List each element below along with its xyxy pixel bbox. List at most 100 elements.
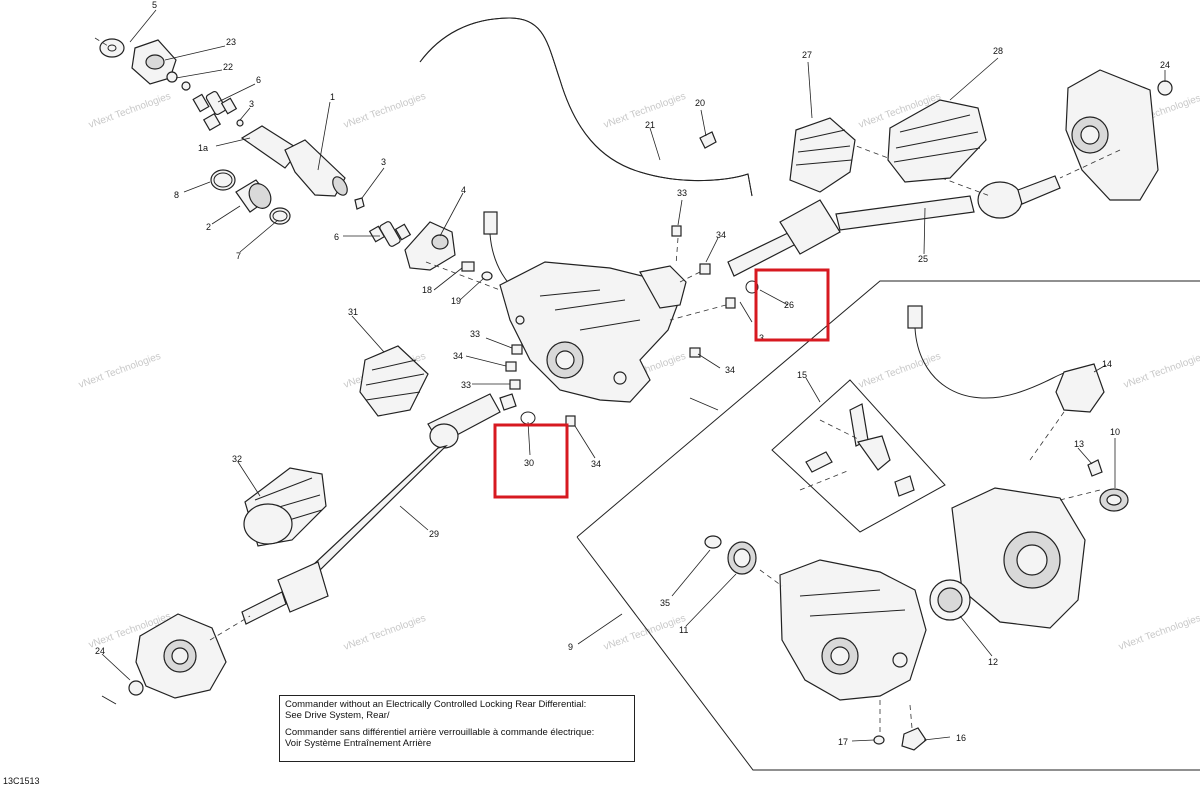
bolt-part-34 <box>699 263 711 275</box>
diff-cover <box>951 487 1101 629</box>
callout-21: 21 <box>645 120 655 130</box>
callout-labels: 5 23 22 6 3 1 1a 8 2 7 3 6 4 18 19 20 21… <box>95 0 1170 747</box>
note-line-2: See Drive System, Rear/ <box>285 710 390 721</box>
callout-17: 17 <box>838 737 848 747</box>
circlip-part-26 <box>745 280 759 294</box>
highlight-box-part-30 <box>493 423 569 499</box>
callout-31: 31 <box>348 307 358 317</box>
bolt-part-33 <box>671 225 682 237</box>
bolt-part-33 <box>505 361 517 372</box>
callout-22: 22 <box>223 62 233 72</box>
washer-part-5 <box>99 38 125 58</box>
callout-27: 27 <box>802 50 812 60</box>
callout-33: 33 <box>470 329 480 339</box>
callout-29: 29 <box>429 529 439 539</box>
differential-assembly <box>483 211 687 403</box>
yoke-part-4 <box>404 221 456 271</box>
bolt-part-34 <box>689 347 701 358</box>
callout-3: 3 <box>249 99 254 109</box>
bolt-part-33 <box>509 379 521 390</box>
hub-left <box>101 613 251 705</box>
differential-housing <box>499 261 681 403</box>
watermark: vNext Technologies <box>77 351 162 391</box>
callout-25: 25 <box>918 254 928 264</box>
note-line-1: Commander without an Electrically Contro… <box>285 699 587 710</box>
diff-inner-housing <box>779 559 927 701</box>
watermark: vNext Technologies <box>1122 351 1200 391</box>
cv-joint-inner <box>779 199 841 255</box>
note-box: Commander without an Electrically Contro… <box>279 695 635 762</box>
callout-24: 24 <box>95 646 105 656</box>
bolt-part-34 <box>725 297 736 309</box>
watermark: vNext Technologies <box>342 91 427 131</box>
callout-28: 28 <box>993 46 1003 56</box>
highlight-box-part-26 <box>754 268 830 342</box>
callout-26: 26 <box>784 300 794 310</box>
watermark: vNext Technologies <box>1117 613 1200 653</box>
callout-4: 4 <box>461 185 466 195</box>
callout-3: 3 <box>381 157 386 167</box>
nut-part-24 <box>1157 80 1173 96</box>
callout-8: 8 <box>174 190 179 200</box>
callout-12: 12 <box>988 657 998 667</box>
callout-15: 15 <box>797 370 807 380</box>
boot-part-27 <box>789 117 856 193</box>
callout-16: 16 <box>956 733 966 743</box>
grease-fitting-part-3 <box>354 197 365 210</box>
watermark: vNext Technologies <box>342 613 427 653</box>
callout-35: 35 <box>660 598 670 608</box>
callout-20: 20 <box>695 98 705 108</box>
mounting-bolts <box>505 225 736 427</box>
sensor-part-14 <box>907 305 1105 461</box>
callout-1a: 1a <box>198 143 208 153</box>
callout-11: 11 <box>679 625 688 635</box>
drive-shaft-part-25 <box>727 139 1061 277</box>
callout-10: 10 <box>1110 427 1120 437</box>
callout-2: 2 <box>206 222 211 232</box>
callout-3: 3 <box>759 333 764 343</box>
note-line-4: Voir Système Entraînement Arrière <box>285 738 432 749</box>
bolt-part-33 <box>511 344 523 355</box>
nut-part-24 <box>128 680 144 696</box>
callout-9: 9 <box>568 642 573 652</box>
callout-34: 34 <box>725 365 735 375</box>
note-english: Commander without an Electrically Contro… <box>285 699 629 721</box>
shift-fork-part-15 <box>799 403 915 497</box>
callout-18: 18 <box>422 285 432 295</box>
callout-23: 23 <box>226 37 236 47</box>
boot-part-32 <box>243 467 327 547</box>
note-french: Commander sans différentiel arrière verr… <box>285 727 629 749</box>
callout-6: 6 <box>334 232 339 242</box>
callout-24: 24 <box>1160 60 1170 70</box>
leader-lines <box>101 9 1166 742</box>
boot-part-31 <box>359 345 429 417</box>
connector <box>483 211 498 235</box>
propeller-shaft-group <box>94 37 501 291</box>
u-joint-part-6 <box>192 90 238 132</box>
callout-34: 34 <box>453 351 463 361</box>
bolt-part-34 <box>565 415 576 427</box>
callout-33: 33 <box>461 380 471 390</box>
callout-6: 6 <box>256 75 261 85</box>
hub-knuckle-right <box>1059 69 1173 201</box>
drive-shaft-part-29 <box>241 393 517 625</box>
callout-7: 7 <box>236 251 241 261</box>
callout-13: 13 <box>1074 439 1084 449</box>
gear-part-12 <box>929 579 971 621</box>
callout-32: 32 <box>232 454 242 464</box>
inset-frame <box>576 280 1200 771</box>
callout-30: 30 <box>524 458 534 468</box>
callout-34: 34 <box>716 230 726 240</box>
callout-1: 1 <box>330 92 335 102</box>
clip-part-20 <box>699 131 717 149</box>
watermark: vNext Technologies <box>87 91 172 131</box>
propeller-shaft-part-1 <box>284 139 346 197</box>
grease-fitting-part-3 <box>236 119 244 127</box>
nut-part-22 <box>166 71 178 83</box>
nut-part-16 <box>901 727 927 751</box>
drain-plug-part-17 <box>873 735 885 745</box>
callout-33: 33 <box>677 188 687 198</box>
note-line-3: Commander sans différentiel arrière verr… <box>285 727 595 738</box>
bushing-part-35 <box>704 535 722 549</box>
